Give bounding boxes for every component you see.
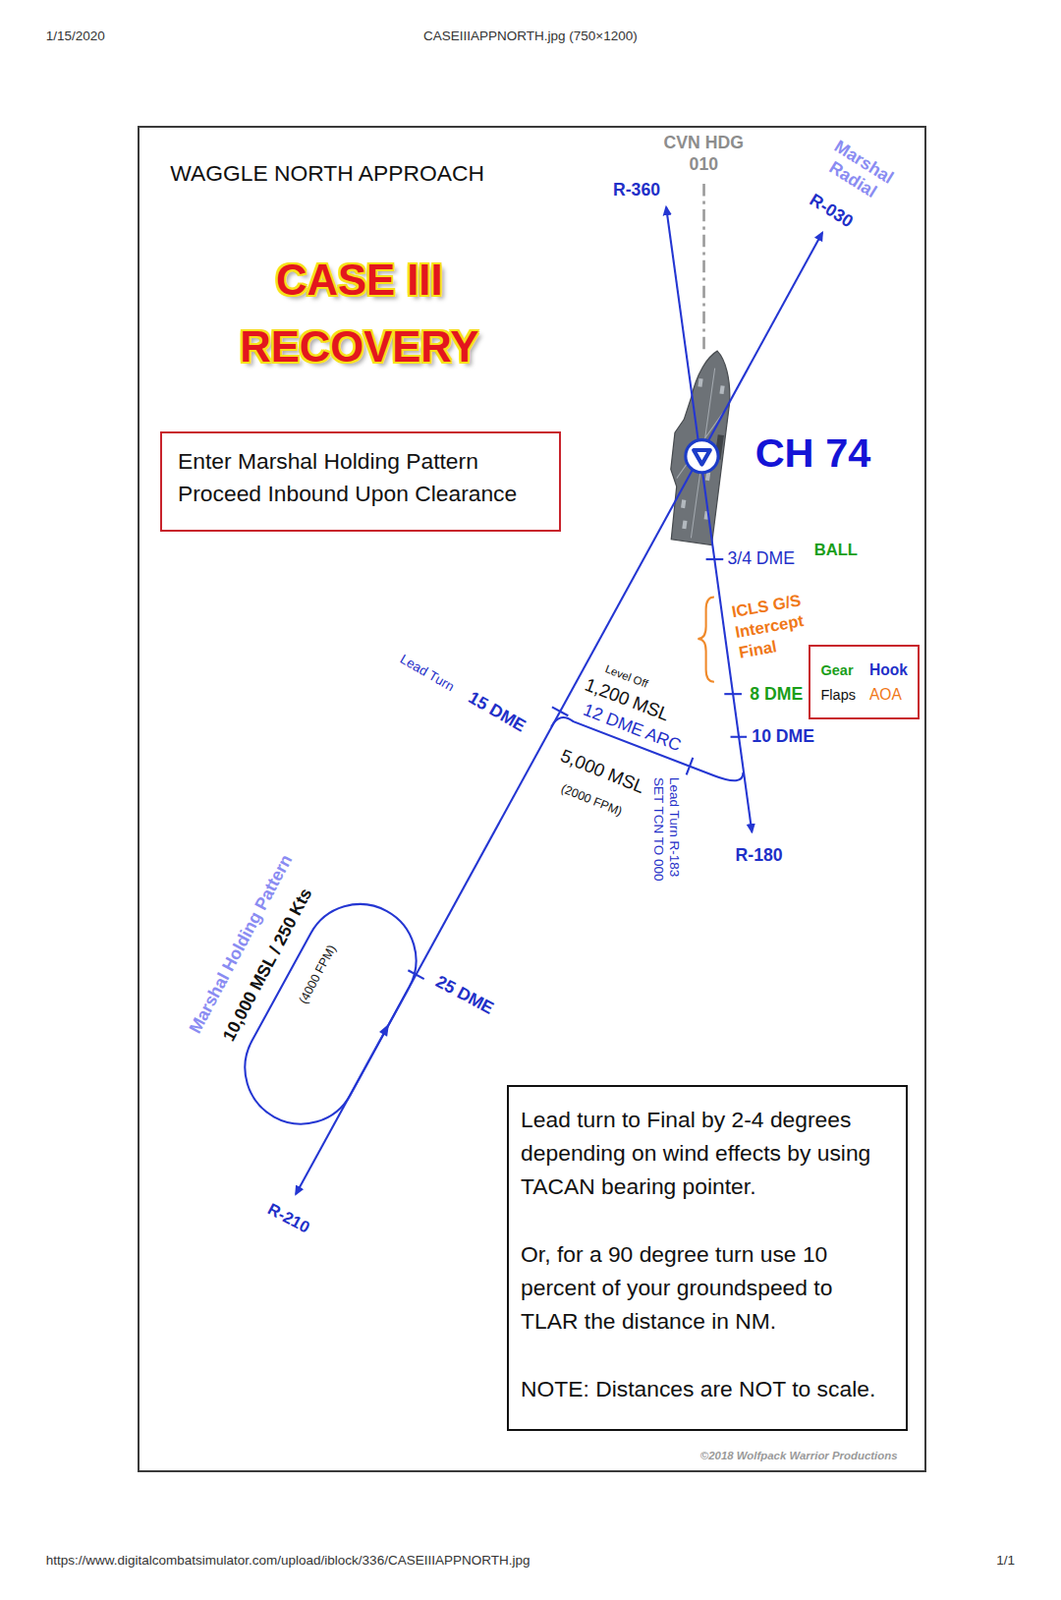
note-text: Lead turn to Final by 2-4 degrees depend… xyxy=(520,1102,894,1204)
holding-arrow xyxy=(379,1022,390,1036)
distance-label: 8 DME xyxy=(749,684,803,704)
radial-label: R-030 xyxy=(806,190,857,232)
distance-label: 3/4 DME xyxy=(726,549,795,568)
distance-label: 25 DME xyxy=(432,971,497,1018)
instruction-text: Enter Marshal Holding Pattern Proceed In… xyxy=(177,445,544,510)
checklist-item: AOA xyxy=(869,685,908,703)
note-text: Or, for a 90 degree turn use 10 percent … xyxy=(520,1236,894,1339)
main-title: CASE III RECOVERY xyxy=(222,247,498,381)
tacan-symbol xyxy=(685,440,719,473)
print-header: CASEIIIAPPNORTH.jpg (750×1200) xyxy=(423,29,638,45)
print-date: 1/15/2020 xyxy=(46,29,106,45)
page-number: 1/1 xyxy=(996,1553,1015,1568)
parked-aircraft xyxy=(677,378,727,532)
carrier-heading-line xyxy=(702,183,706,352)
distance-label: 15 DME xyxy=(464,688,529,737)
checklist-item: Flaps xyxy=(820,686,856,703)
carrier-ship xyxy=(660,346,739,546)
descent-rate: (2000 FPM) xyxy=(558,781,624,819)
ball-label: BALL xyxy=(814,541,858,559)
lead-turn-label: Lead Turn xyxy=(396,652,456,695)
print-url: https://www.digitalcombatsimulator.com/u… xyxy=(46,1553,531,1568)
config-checklist-box: Gear HookFlaps AOA xyxy=(808,644,919,720)
distance-ticks xyxy=(407,558,747,979)
copyright: ©2018 Wolfpack Warrior Productions xyxy=(700,1449,898,1462)
descent-rate: (4000 FPM) xyxy=(296,942,339,1006)
distance-label: 10 DME xyxy=(751,726,815,746)
radial-label: R-180 xyxy=(735,845,783,865)
radial-label: R-360 xyxy=(613,180,661,200)
channel-label: CH 74 xyxy=(755,430,872,476)
heading-label: CVN HDG 010 xyxy=(657,131,752,175)
deck-markings xyxy=(669,364,729,540)
carrier-hull xyxy=(660,346,739,546)
frame-heading: WAGGLE NORTH APPROACH xyxy=(169,161,485,186)
instruction-box: Enter Marshal Holding Pattern Proceed In… xyxy=(160,431,561,532)
glideslope-bracket xyxy=(697,596,715,681)
radial-label: R-210 xyxy=(265,1199,314,1236)
checklist-item: Hook xyxy=(869,661,908,678)
note-text: NOTE: Distances are NOT to scale. xyxy=(520,1371,894,1405)
note-box: Lead turn to Final by 2-4 degrees depend… xyxy=(506,1084,908,1431)
checklist-item: Gear xyxy=(820,662,856,678)
lead-turn-label: Lead Turn R-183 SET TCN TO 000 xyxy=(650,776,682,897)
